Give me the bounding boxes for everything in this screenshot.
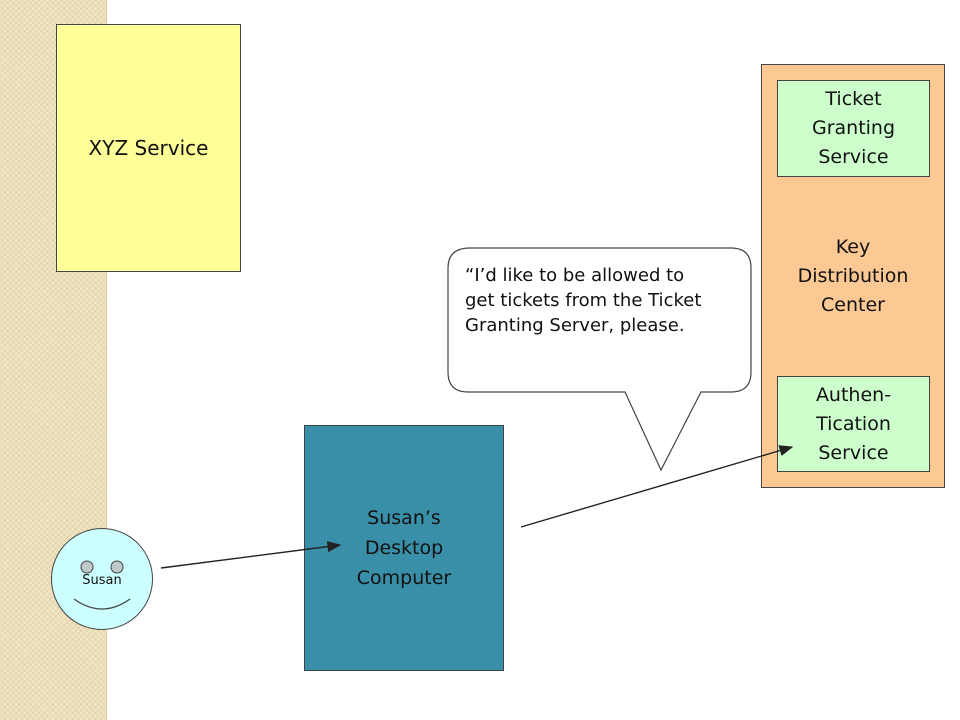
kdc-label: Key Distribution Center xyxy=(797,235,909,316)
tgs-label: Ticket Granting Service xyxy=(811,88,896,168)
susan-face-icon: Susan xyxy=(51,528,153,630)
xyz-service-box: XYZ Service xyxy=(56,24,241,272)
susan-label: Susan xyxy=(82,573,122,588)
speech-bubble xyxy=(447,247,752,472)
auth-label: Authen- Tication Service xyxy=(815,383,892,464)
speech-text: “I’d like to be allowed to get tickets f… xyxy=(465,265,702,336)
arrow-desktop-to-auth xyxy=(520,445,794,528)
xyz-service-label: XYZ Service xyxy=(88,136,209,160)
arrow-susan-to-desktop xyxy=(160,541,342,569)
desktop-label: Susan’s Desktop Computer xyxy=(356,507,452,589)
left-eye xyxy=(80,560,94,574)
authentication-service-box: Authen- Tication Service xyxy=(777,376,930,472)
right-eye xyxy=(110,560,124,574)
smile xyxy=(73,598,131,610)
ticket-granting-service-box: Ticket Granting Service xyxy=(777,80,930,177)
